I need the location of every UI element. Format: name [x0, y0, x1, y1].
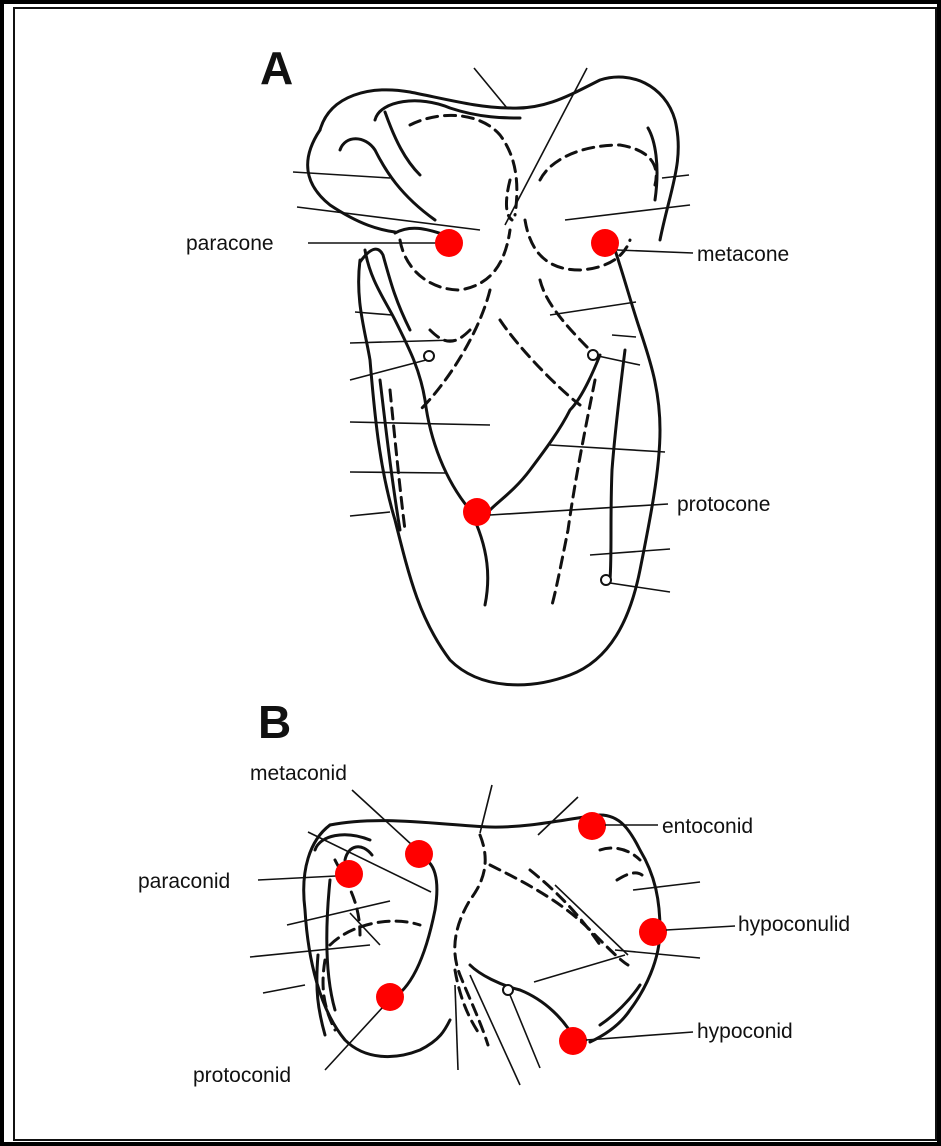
- protoconid-text: protoconid: [193, 1064, 291, 1087]
- upper-pit-2: [588, 350, 598, 360]
- lower-molar-drawing: [304, 815, 660, 1057]
- label-metaconid: metaconid: [250, 762, 433, 868]
- paraconid-leader: [258, 876, 336, 880]
- label-hypoconulid: hypoconulid: [639, 913, 850, 946]
- metacone-leader: [617, 250, 693, 253]
- label-paracone: paracone: [186, 229, 463, 257]
- protocone-text: protocone: [677, 493, 770, 516]
- label-protocone: protocone: [463, 493, 770, 526]
- metaconid-marker: [405, 840, 433, 868]
- label-protoconid: protoconid: [193, 983, 404, 1087]
- panel-a-letter: A: [260, 42, 293, 94]
- label-hypoconid: hypoconid: [559, 1020, 793, 1055]
- paracone-marker: [435, 229, 463, 257]
- paraconid-text: paraconid: [138, 870, 230, 893]
- protoconid-leader: [325, 1008, 382, 1070]
- protoconid-marker: [376, 983, 404, 1011]
- paracone-text: paracone: [186, 232, 274, 255]
- metacone-marker: [591, 229, 619, 257]
- panel-b-letter: B: [258, 696, 291, 748]
- hypoconulid-text: hypoconulid: [738, 913, 850, 936]
- protocone-leader: [490, 504, 668, 515]
- metacone-text: metacone: [697, 243, 789, 266]
- upper-pit-3: [601, 575, 611, 585]
- metaconid-text: metaconid: [250, 762, 347, 785]
- lower-leader-lines: [250, 785, 700, 1085]
- hypoconulid-leader: [666, 926, 735, 930]
- entoconid-marker: [578, 812, 606, 840]
- paraconid-marker: [335, 860, 363, 888]
- lower-pit: [503, 985, 513, 995]
- upper-molar-drawing: [308, 77, 679, 685]
- hypoconid-marker: [559, 1027, 587, 1055]
- label-metacone: metacone: [591, 229, 789, 266]
- entoconid-text: entoconid: [662, 815, 753, 838]
- protocone-marker: [463, 498, 491, 526]
- hypoconid-text: hypoconid: [697, 1020, 793, 1043]
- hypoconulid-marker: [639, 918, 667, 946]
